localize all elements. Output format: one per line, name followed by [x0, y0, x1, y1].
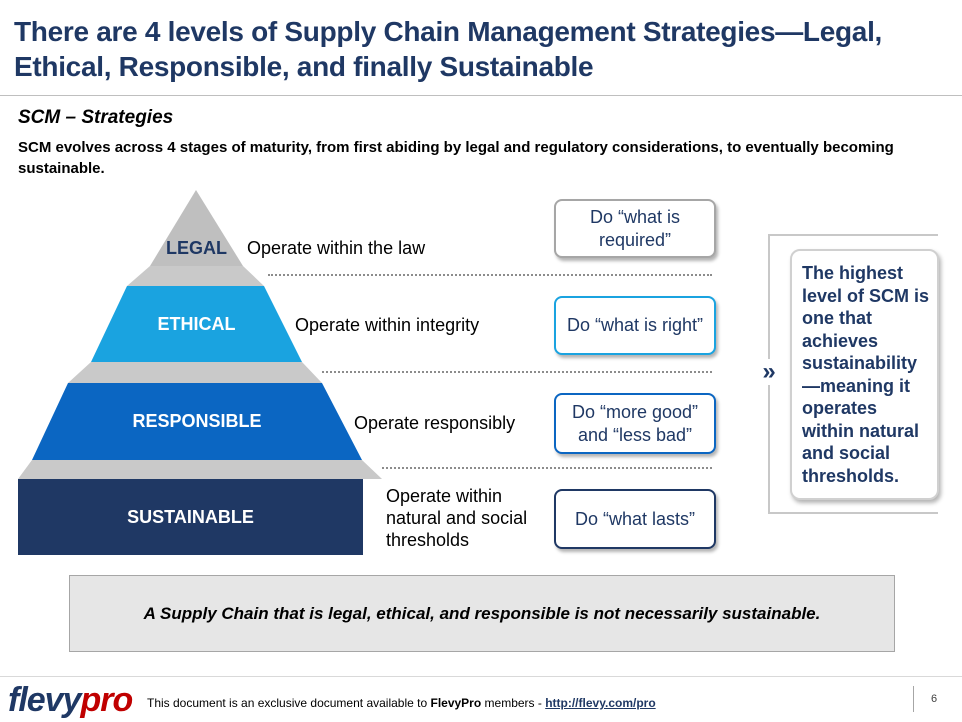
footer-link[interactable]: http://flevy.com/pro — [545, 696, 656, 710]
level-sustainable-label: SUSTAINABLE — [127, 507, 254, 527]
page-title: There are 4 levels of Supply Chain Manag… — [14, 16, 883, 82]
key-takeaway-text: A Supply Chain that is legal, ethical, a… — [143, 603, 821, 623]
pyramid-sustainable-shape — [18, 479, 363, 555]
chevron-right-icon: » — [756, 359, 782, 385]
connector-ethical-responsible — [68, 362, 322, 383]
separator-line — [322, 371, 712, 373]
section-subtitle: SCM – Strategies — [18, 107, 174, 128]
operate-ethical-text: Operate within integrity — [295, 315, 480, 335]
callout-text: The highest level of SCM is one that ach… — [802, 263, 930, 486]
callout-box — [790, 249, 939, 500]
logo-main: flevy — [8, 681, 81, 719]
level-responsible-label: RESPONSIBLE — [132, 411, 262, 431]
pyramid-ethical-shape — [91, 286, 302, 362]
connector-legal-ethical — [127, 266, 264, 286]
do-box-sustainable: Do “what lasts” — [554, 489, 716, 549]
footer-divider — [0, 676, 962, 677]
pyramid-legal-shape — [150, 190, 243, 266]
separator-line — [382, 467, 712, 469]
operate-legal-text: Operate within the law — [247, 238, 426, 258]
pyramid-responsible-shape — [32, 383, 362, 460]
footer-text-start: This document is an exclusive document a… — [147, 696, 431, 710]
page-number: 6 — [931, 693, 938, 705]
footer-brand: FlevyPro — [430, 696, 482, 710]
do-box-responsible: Do “more good” and “less bad” — [554, 393, 716, 454]
section-description: SCM evolves across 4 stages of maturity,… — [18, 139, 894, 177]
title-divider — [0, 95, 962, 96]
connector-responsible-sustainable — [18, 460, 382, 479]
footer-text-mid: members - — [481, 696, 546, 710]
flevypro-logo: flevypro — [8, 680, 134, 720]
do-box-legal: Do “what is required” — [554, 199, 716, 258]
level-ethical-label: ETHICAL — [157, 314, 236, 334]
key-takeaway-box: A Supply Chain that is legal, ethical, a… — [69, 575, 895, 652]
operate-sustainable-text: Operate within natural and social thresh… — [386, 486, 528, 550]
level-legal-label: LEGAL — [166, 238, 227, 258]
footer-text: This document is an exclusive document a… — [147, 696, 656, 710]
operate-responsible-text: Operate responsibly — [354, 413, 516, 433]
do-box-ethical: Do “what is right” — [554, 296, 716, 355]
page-number-divider — [913, 686, 914, 712]
logo-accent: pro — [80, 681, 134, 719]
separator-line — [268, 274, 712, 276]
